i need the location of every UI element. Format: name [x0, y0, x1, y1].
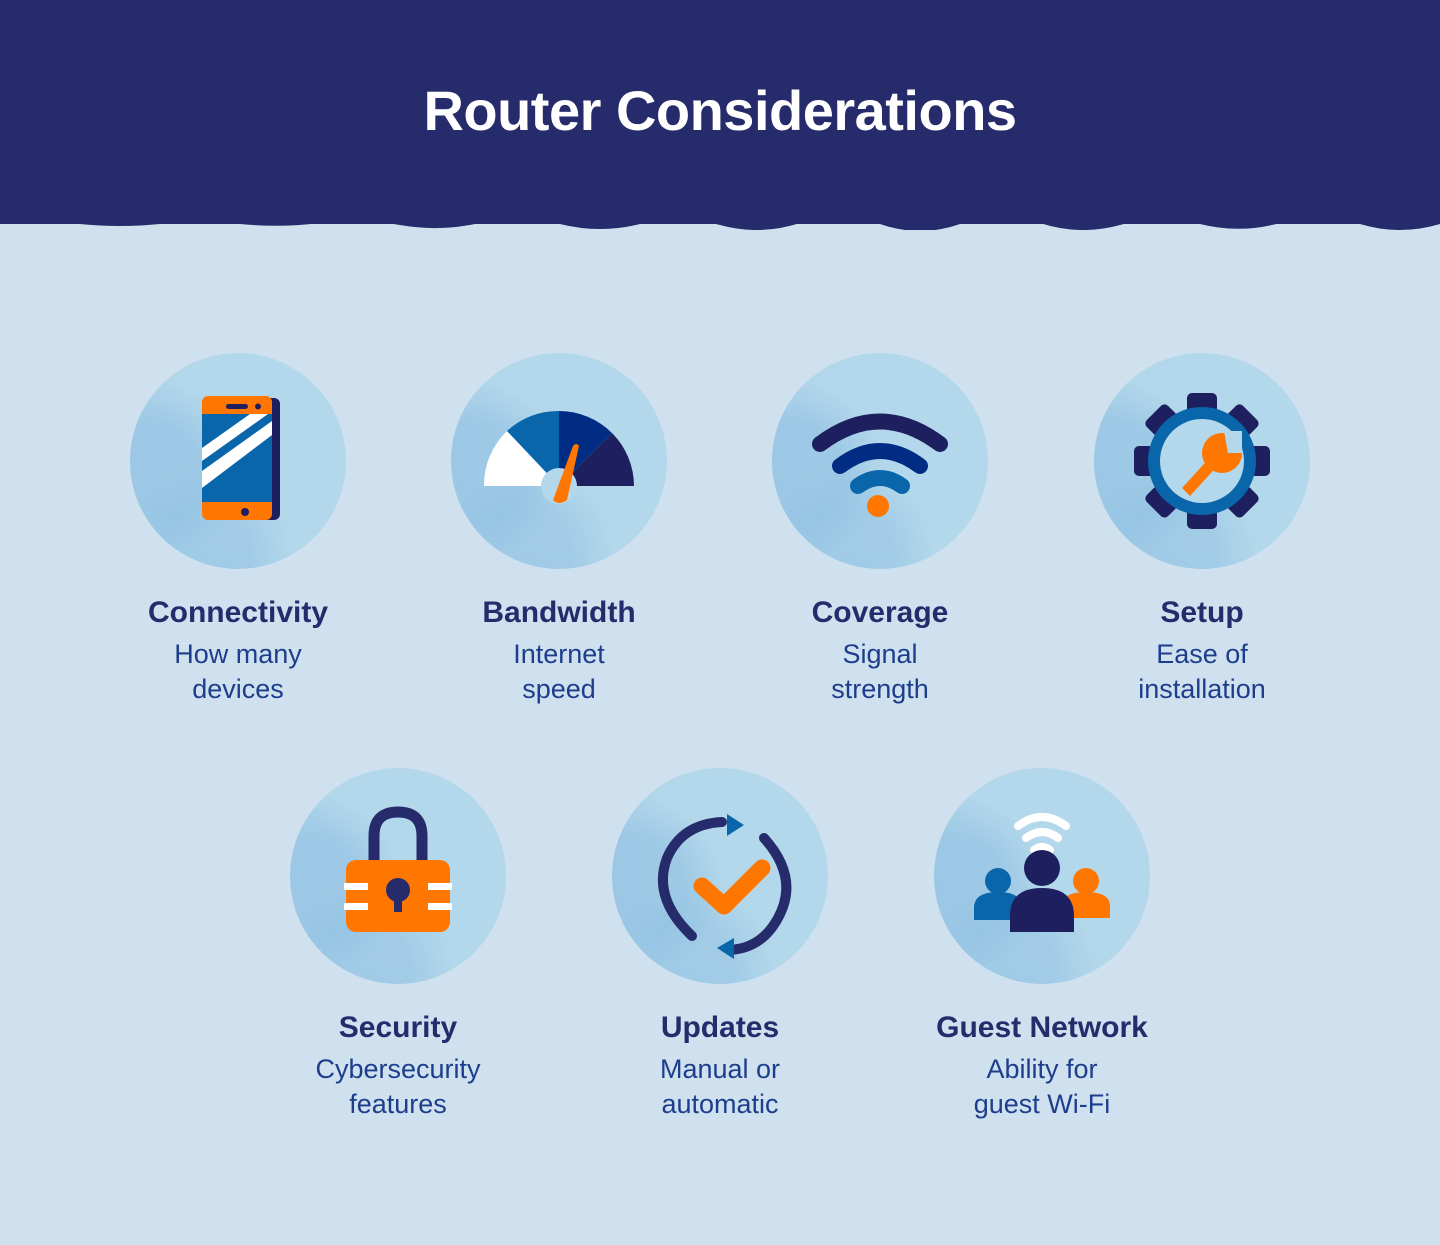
item-description: Ease of installation: [1138, 639, 1266, 704]
icon-circle: [1094, 353, 1310, 569]
item-guest-network: Guest Network Ability for guest Wi-Fi: [892, 768, 1192, 1122]
item-label: Setup: [1160, 596, 1244, 629]
item-label: Guest Network: [936, 1011, 1148, 1044]
icon-circle: [451, 353, 667, 569]
item-description: Signal strength: [831, 639, 929, 704]
item-label: Connectivity: [147, 596, 329, 629]
icon-circle: [772, 353, 988, 569]
wavy-edge: [0, 218, 1440, 230]
icon-circle: [290, 768, 506, 984]
item-security: Security Cybersecurity features: [248, 768, 548, 1122]
item-description: How many devices: [174, 639, 302, 704]
item-description: Ability for guest Wi-Fi: [973, 1054, 1111, 1119]
item-description: Manual or automatic: [659, 1054, 781, 1119]
wifi-icon: [812, 413, 948, 517]
item-setup: Setup Ease of installation: [1052, 353, 1352, 707]
item-description: Internet speed: [513, 639, 605, 704]
header-banner: Router Considerations: [0, 0, 1440, 230]
smartphone-icon: [202, 396, 280, 520]
icon-circle: [130, 353, 346, 569]
padlock-icon: [344, 806, 452, 932]
item-label: Bandwidth: [482, 596, 636, 629]
item-connectivity: Connectivity How many devices: [88, 353, 388, 707]
item-coverage: Coverage Signal strength: [730, 353, 1030, 707]
icon-circle: [934, 768, 1150, 984]
item-updates: Updates Manual or automatic: [570, 768, 870, 1122]
item-label: Security: [338, 1011, 458, 1044]
item-description: Cybersecurity features: [315, 1054, 481, 1119]
guest-users-wifi-icon: [974, 813, 1110, 932]
gear-wrench-icon: [1134, 393, 1270, 529]
sync-check-icon: [657, 814, 792, 959]
icon-circle: [612, 768, 828, 984]
item-label: Coverage: [811, 596, 949, 629]
item-label: Updates: [660, 1011, 780, 1044]
item-bandwidth: Bandwidth Internet speed: [409, 353, 709, 707]
speedometer-icon: [483, 410, 634, 504]
page-title: Router Considerations: [423, 79, 1017, 142]
